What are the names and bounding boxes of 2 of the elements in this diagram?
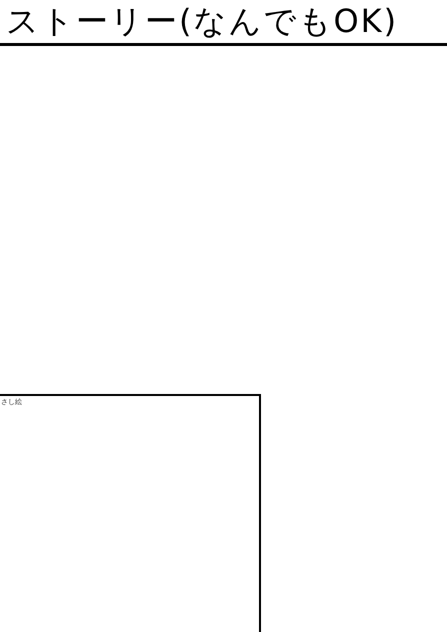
title: ストーリー(なんでもOK) [6, 2, 398, 40]
illustration-frame [0, 394, 261, 632]
